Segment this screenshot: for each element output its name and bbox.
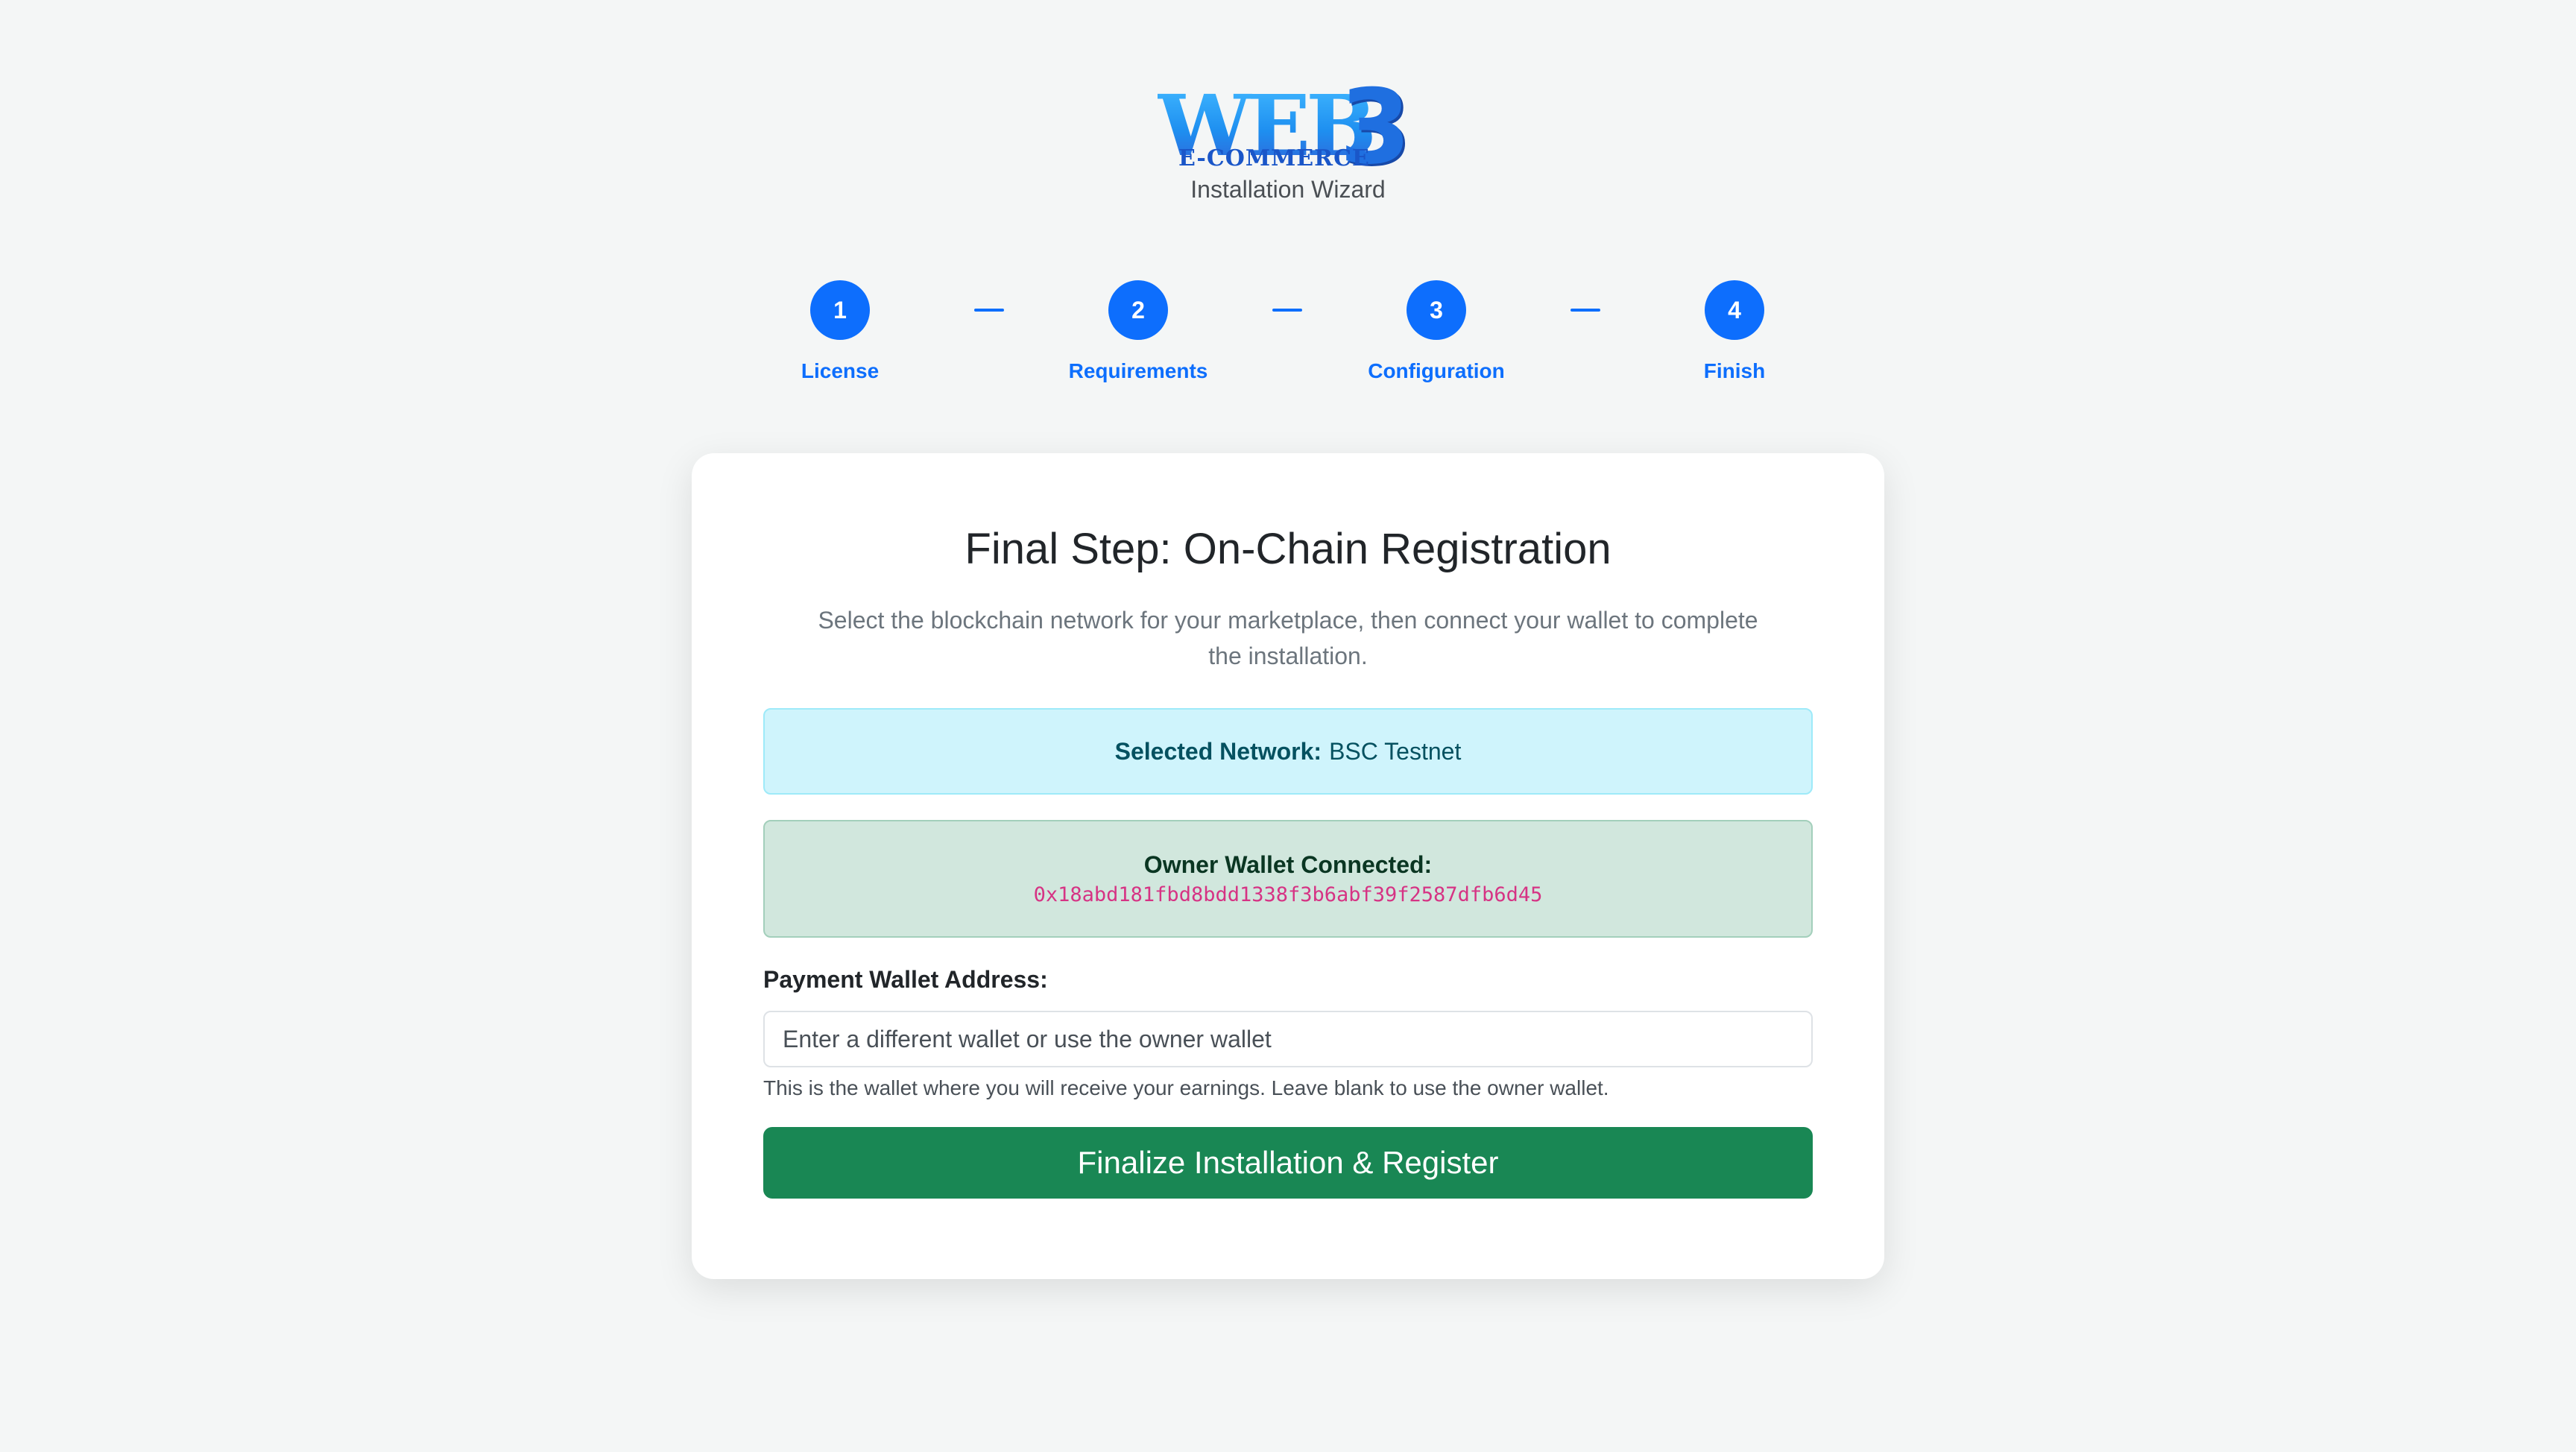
web3-logo: WEB 3 E-COMMERCE xyxy=(1158,76,1418,179)
selected-network-alert: Selected Network: BSC Testnet xyxy=(763,708,1813,795)
finalize-install-button[interactable]: Finalize Installation & Register xyxy=(763,1127,1813,1199)
step-number: 3 xyxy=(1407,280,1466,340)
payment-wallet-help: This is the wallet where you will receiv… xyxy=(763,1076,1609,1099)
wizard-subtitle: Installation Wizard xyxy=(1190,176,1386,203)
network-value: BSC Testnet xyxy=(1329,737,1462,765)
step-number: 4 xyxy=(1705,280,1764,340)
payment-wallet-input[interactable] xyxy=(763,1011,1813,1067)
logo-wordmark: WEB xyxy=(1158,78,1377,175)
step-label: Requirements xyxy=(1068,359,1208,382)
card-description: Select the blockchain network for your m… xyxy=(818,607,1758,669)
logo-tagline: E-COMMERCE xyxy=(1178,145,1370,171)
registration-card: Final Step: On-Chain Registration Select… xyxy=(692,453,1884,1279)
card-title: Final Step: On-Chain Registration xyxy=(965,525,1611,573)
step-connector xyxy=(1272,309,1302,312)
step-label: License xyxy=(801,359,880,382)
step-label: Finish xyxy=(1703,359,1766,382)
step-number: 1 xyxy=(810,280,870,340)
owner-wallet-label: Owner Wallet Connected: xyxy=(1143,851,1433,878)
step-license: 1 License xyxy=(728,280,952,383)
wizard-stepper: 1 License 2 Requirements 3 Configuration… xyxy=(0,280,2576,385)
logo-number: 3 xyxy=(1339,67,1412,187)
payment-wallet-label: Payment Wallet Address: xyxy=(763,966,1048,993)
step-requirements: 2 Requirements xyxy=(1026,280,1250,383)
step-finish: 4 Finish xyxy=(1623,280,1846,383)
step-connector xyxy=(974,309,1004,312)
step-number: 2 xyxy=(1108,280,1168,340)
network-label: Selected Network: xyxy=(1114,737,1322,765)
step-configuration: 3 Configuration xyxy=(1325,280,1548,383)
step-connector xyxy=(1570,309,1600,312)
owner-wallet-alert: Owner Wallet Connected: 0x18abd181fbd8bd… xyxy=(763,820,1813,938)
step-label: Configuration xyxy=(1368,359,1505,382)
header: WEB 3 E-COMMERCE Installation Wizard xyxy=(0,76,2576,204)
owner-wallet-address: 0x18abd181fbd8bdd1338f3b6abf39f2587dfb6d… xyxy=(1033,883,1543,906)
